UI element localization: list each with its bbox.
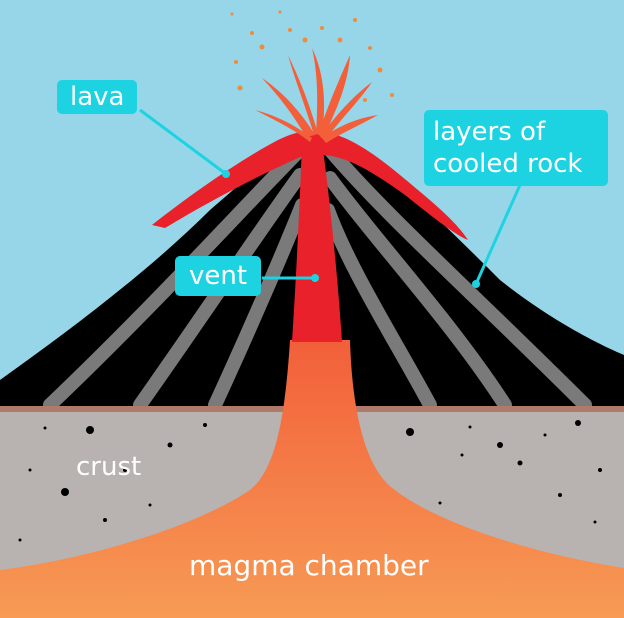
lava-leader-dot xyxy=(222,170,230,178)
crust-speck xyxy=(148,503,152,507)
lava-spray-4 xyxy=(318,55,350,137)
lava-fountain xyxy=(255,48,378,143)
cooled-rock-callout: layers of cooled rock xyxy=(424,110,608,186)
magma-chamber-label: magma chamber xyxy=(189,549,429,582)
crust-label: crust xyxy=(76,452,142,482)
lava-spray-6 xyxy=(255,110,312,142)
lava-droplets xyxy=(230,10,394,102)
lava-drop xyxy=(278,10,282,14)
crust-speck xyxy=(460,453,464,457)
crust-speck xyxy=(43,426,47,430)
lava-drop xyxy=(237,85,243,91)
crust-speck xyxy=(593,520,597,524)
crust-speck xyxy=(86,426,94,434)
lava-drop xyxy=(390,93,394,97)
crust-speck xyxy=(517,460,523,466)
lava-leader-line xyxy=(139,108,227,176)
lava-drop xyxy=(288,28,292,32)
lava-drop xyxy=(337,37,343,43)
callout-leaders xyxy=(139,108,522,288)
lava-drop xyxy=(259,44,265,50)
layers-leader-dot xyxy=(472,280,480,288)
lava-spray-7 xyxy=(322,115,378,143)
rock-layer-right-1 xyxy=(323,143,592,412)
crust-speck xyxy=(497,442,503,448)
lava-spray-5 xyxy=(320,82,372,140)
cooled-rock-label-line-1: layers of xyxy=(433,117,546,147)
lava-drop xyxy=(353,18,357,22)
crust-speck xyxy=(167,442,173,448)
crust-speck xyxy=(123,468,127,472)
lava-drop xyxy=(230,12,234,16)
crust-speck xyxy=(468,425,472,429)
rock-layer-right-3 xyxy=(321,203,437,412)
lava-drop xyxy=(234,60,238,64)
magma-chamber xyxy=(0,340,624,618)
vent-leader-dot xyxy=(311,274,319,282)
rock-layer-left-3 xyxy=(208,198,309,412)
central-vent xyxy=(292,142,342,342)
crust-speck xyxy=(438,501,442,505)
crust-speck xyxy=(406,428,414,436)
crust-speck xyxy=(575,420,581,426)
vent-callout: vent xyxy=(175,256,262,296)
lava-drop xyxy=(363,98,367,102)
lava-drop xyxy=(302,37,308,43)
crust-speck xyxy=(61,488,69,496)
crust-speck xyxy=(203,423,207,427)
lava-drop xyxy=(368,46,372,50)
vent-label-text: vent xyxy=(189,261,248,291)
crust-speck xyxy=(598,468,602,472)
lava-callout: lava xyxy=(57,80,138,114)
lava-spray-1 xyxy=(262,78,315,137)
lava-label-text: lava xyxy=(70,82,125,112)
lava-drop xyxy=(377,67,383,73)
crust-speck xyxy=(103,518,107,522)
rock-layer-right-2 xyxy=(323,171,512,412)
crust-speck xyxy=(18,538,22,542)
crust-speck xyxy=(28,468,32,472)
layers-leader-line xyxy=(474,184,522,285)
cooled-rock-label-line-2: cooled rock xyxy=(433,149,583,179)
crust-speck xyxy=(558,493,562,497)
lava-spray-2 xyxy=(288,55,318,135)
crust-speck xyxy=(543,433,547,437)
lava-spray-3 xyxy=(312,48,325,135)
lava-drop xyxy=(250,31,254,35)
lava-drop xyxy=(320,26,324,30)
